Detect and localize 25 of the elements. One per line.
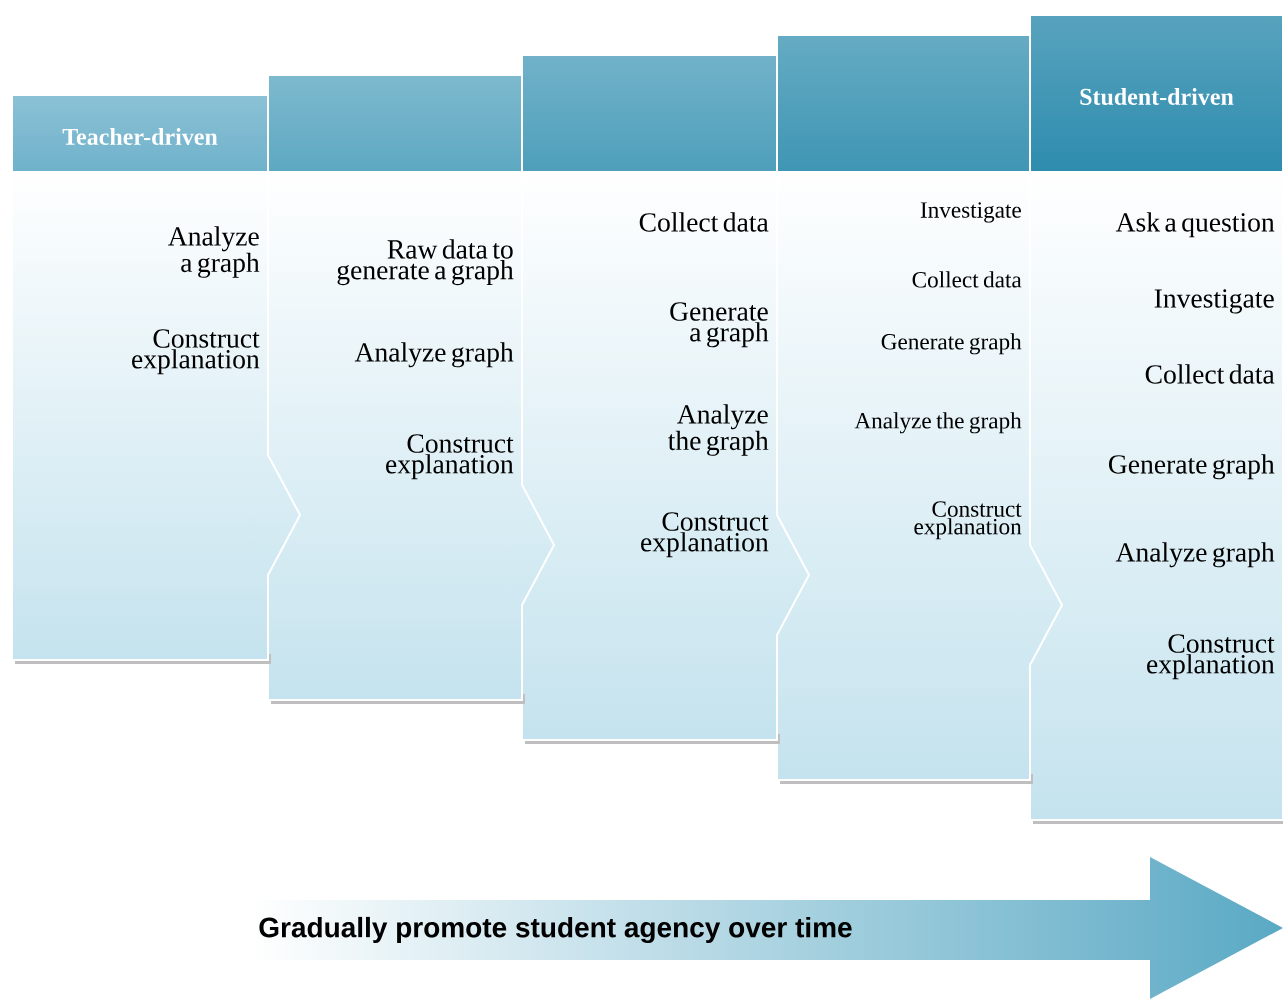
step-text: Analyze graph (354, 342, 514, 368)
step-text: Investigate (1154, 289, 1274, 314)
step-text: Ask a question (1115, 212, 1275, 238)
step-text: Construct explanation (386, 434, 514, 480)
step-text: Generate graph (1109, 454, 1275, 480)
step-text: Construct explanation (641, 512, 769, 558)
step-text: Raw data to generate a graph (337, 239, 514, 286)
step-text: Investigate (920, 202, 1021, 223)
step-text: Analyze the graph (668, 404, 769, 456)
step-text: Collect data (912, 271, 1022, 288)
step-text: Generate a graph (670, 302, 769, 348)
step-text: Analyze graph (1115, 542, 1275, 568)
step-text: Collect data (1145, 364, 1275, 384)
step-text: Collect data (639, 212, 769, 232)
column-panel (11, 94, 302, 664)
progress-arrow: Gradually promote student agency over time (259, 916, 852, 944)
column-heading: Student-driven (1080, 88, 1234, 105)
step-text: Construct explanation (132, 329, 260, 375)
step-text: Analyze a graph (168, 226, 260, 278)
step-text: Construct explanation (1147, 634, 1275, 680)
step-text: Construct explanation (914, 501, 1022, 540)
column-panel (1029, 14, 1283, 824)
step-text: Analyze the graph (854, 412, 1022, 434)
column-heading: Teacher-driven (62, 128, 218, 145)
step-text: Generate graph (881, 333, 1022, 355)
